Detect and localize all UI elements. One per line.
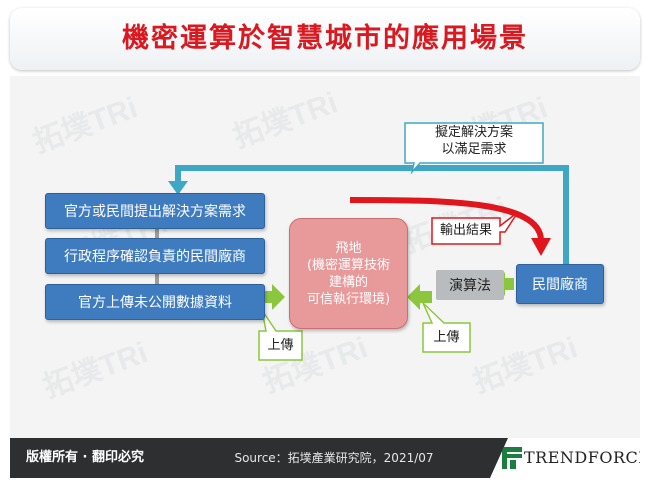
callout-upload-right-shape xyxy=(422,302,471,353)
step-upload-data: 官方上傳未公開數據資料 xyxy=(45,284,265,320)
vendor-label: 民間廠商 xyxy=(532,277,588,293)
trendforce-logo: TRENDFORCE xyxy=(490,438,640,478)
upload-arrow-left xyxy=(260,284,285,310)
callout-plan: 擬定解決方案 以滿足需求 xyxy=(405,124,543,158)
vendor-arrow xyxy=(495,272,514,296)
callout-plan-line2: 以滿足需求 xyxy=(441,142,507,157)
logo-mark-icon xyxy=(502,447,522,469)
feedback-arrow xyxy=(175,165,569,264)
enclave-box: 飛地 (機密運算技術 建構的 可信執行環境) xyxy=(289,218,408,329)
source-text: Source：拓墣產業研究院，2021/07 xyxy=(234,451,434,465)
enclave-line: 飛地 xyxy=(335,240,362,256)
page-title: 機密運算於智慧城市的應用場景 xyxy=(122,23,528,54)
output-arrow-head xyxy=(531,238,551,256)
callout-upload-right-label: 上傳 xyxy=(433,330,460,345)
callout-plan-line1: 擬定解決方案 xyxy=(434,125,513,140)
upload-arrow-right xyxy=(407,284,432,310)
vendor-box: 民間廠商 xyxy=(516,264,604,304)
callout-plan-shape xyxy=(404,122,544,175)
enclave-line: 可信執行環境) xyxy=(306,291,391,307)
step-label: 官方或民間提出解決方案需求 xyxy=(64,204,246,220)
footer-bar: 版權所有 · 翻印必究 Source：拓墣產業研究院，2021/07 TREND… xyxy=(10,438,640,478)
algorithm-label: 演算法 xyxy=(449,278,491,294)
enclave-line: (機密運算技術 xyxy=(306,257,391,273)
step-label: 行政程序確認負責的民間廠商 xyxy=(64,249,246,265)
logo-text: TRENDFORCE xyxy=(524,448,650,467)
output-arrow xyxy=(349,197,544,241)
step-confirm-vendor: 行政程序確認負責的民間廠商 xyxy=(45,238,265,274)
algorithm-box: 演算法 xyxy=(436,270,504,300)
callout-output: 輸出結果 xyxy=(432,222,500,239)
step-propose-need: 官方或民間提出解決方案需求 xyxy=(45,193,265,229)
callout-output-label: 輸出結果 xyxy=(439,223,492,238)
title-banner: 機密運算於智慧城市的應用場景 xyxy=(10,8,640,70)
callout-output-shape xyxy=(431,211,519,245)
feedback-arrow-head xyxy=(168,181,188,195)
step-label: 官方上傳未公開數據資料 xyxy=(78,295,232,311)
callout-upload-left: 上傳 xyxy=(259,337,302,354)
callout-upload-left-shape xyxy=(258,309,303,361)
callout-upload-right: 上傳 xyxy=(423,329,470,346)
enclave-line: 建構的 xyxy=(328,274,368,290)
copyright-text: 版權所有 · 翻印必究 xyxy=(26,450,144,465)
callout-upload-left-label: 上傳 xyxy=(267,338,294,353)
